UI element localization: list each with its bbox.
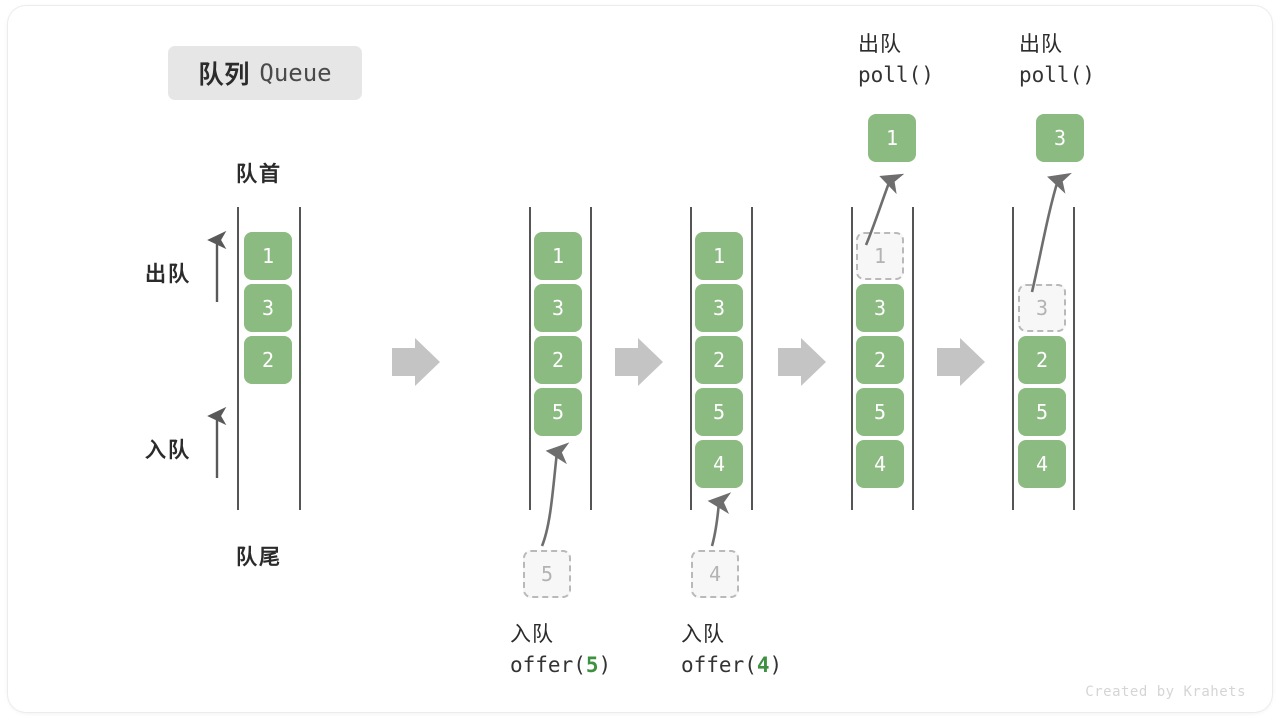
queue-item: 5 — [1018, 388, 1066, 436]
caption-poll-1-code-prefix: poll( — [858, 63, 922, 88]
caption-poll-1-code: poll() — [858, 60, 934, 90]
queue-item: 4 — [1018, 440, 1066, 488]
diagram-title-chip: 队列 Queue — [168, 46, 362, 100]
title-chinese: 队列 — [198, 61, 251, 89]
caption-offer-5-code-suffix: ) — [598, 653, 612, 678]
incoming-element-4: 4 — [691, 550, 739, 598]
caption-poll-1-cn: 出队 — [858, 33, 902, 56]
queue-item: 3 — [695, 284, 743, 332]
outgoing-slot-1: 1 — [856, 232, 904, 280]
caption-offer-4-code-num: 4 — [756, 653, 770, 678]
rail-right-col-1 — [299, 207, 301, 510]
queue-item: 1 — [244, 232, 292, 280]
rail-left-col-2 — [529, 207, 531, 510]
popped-element-3: 3 — [1036, 114, 1084, 162]
caption-poll-2-code-prefix: poll( — [1019, 63, 1083, 88]
queue-item: 3 — [856, 284, 904, 332]
outgoing-slot-3: 3 — [1018, 284, 1066, 332]
caption-poll-1: 出队 poll() — [858, 30, 934, 91]
queue-item: 3 — [534, 284, 582, 332]
queue-item: 2 — [534, 336, 582, 384]
caption-poll-1-code-suffix: ) — [921, 63, 934, 88]
queue-item: 2 — [856, 336, 904, 384]
rail-left-col-4 — [851, 207, 853, 510]
label-enqueue-direction: 入队 — [145, 439, 191, 462]
caption-offer-5-cn: 入队 — [510, 623, 554, 646]
caption-offer-5-code-num: 5 — [585, 653, 599, 678]
caption-poll-2: 出队 poll() — [1019, 30, 1095, 91]
caption-offer-4-cn: 入队 — [681, 623, 725, 646]
caption-offer-4-code-suffix: ) — [769, 653, 783, 678]
rail-left-col-3 — [690, 207, 692, 510]
caption-offer-4-code-prefix: offer( — [681, 653, 757, 678]
caption-poll-2-cn: 出队 — [1019, 33, 1063, 56]
queue-item: 4 — [695, 440, 743, 488]
label-queue-rear: 队尾 — [236, 546, 282, 569]
label-queue-front: 队首 — [236, 163, 282, 186]
credit-text: Created by Krahets — [1085, 684, 1246, 700]
queue-item: 5 — [856, 388, 904, 436]
queue-item: 5 — [534, 388, 582, 436]
queue-item: 2 — [1018, 336, 1066, 384]
incoming-element-5: 5 — [523, 550, 571, 598]
rail-left-col-1 — [237, 207, 239, 510]
queue-item: 1 — [695, 232, 743, 280]
caption-offer-5-code: offer(5) — [510, 650, 611, 680]
queue-item: 1 — [534, 232, 582, 280]
rail-right-col-2 — [590, 207, 592, 510]
caption-offer-4-code: offer(4) — [681, 650, 782, 680]
queue-item: 4 — [856, 440, 904, 488]
rail-right-col-4 — [912, 207, 914, 510]
diagram-card — [8, 6, 1272, 712]
caption-poll-2-code-suffix: ) — [1082, 63, 1095, 88]
rail-right-col-3 — [751, 207, 753, 510]
caption-offer-4: 入队 offer(4) — [681, 620, 782, 681]
queue-item: 3 — [244, 284, 292, 332]
rail-right-col-5 — [1073, 207, 1075, 510]
queue-item: 2 — [695, 336, 743, 384]
queue-item: 5 — [695, 388, 743, 436]
rail-left-col-5 — [1012, 207, 1014, 510]
caption-offer-5: 入队 offer(5) — [510, 620, 611, 681]
caption-offer-5-code-prefix: offer( — [510, 653, 586, 678]
caption-poll-2-code: poll() — [1019, 60, 1095, 90]
title-english: Queue — [259, 59, 332, 87]
queue-item: 2 — [244, 336, 292, 384]
popped-element-1: 1 — [868, 114, 916, 162]
label-dequeue-direction: 出队 — [145, 263, 191, 286]
